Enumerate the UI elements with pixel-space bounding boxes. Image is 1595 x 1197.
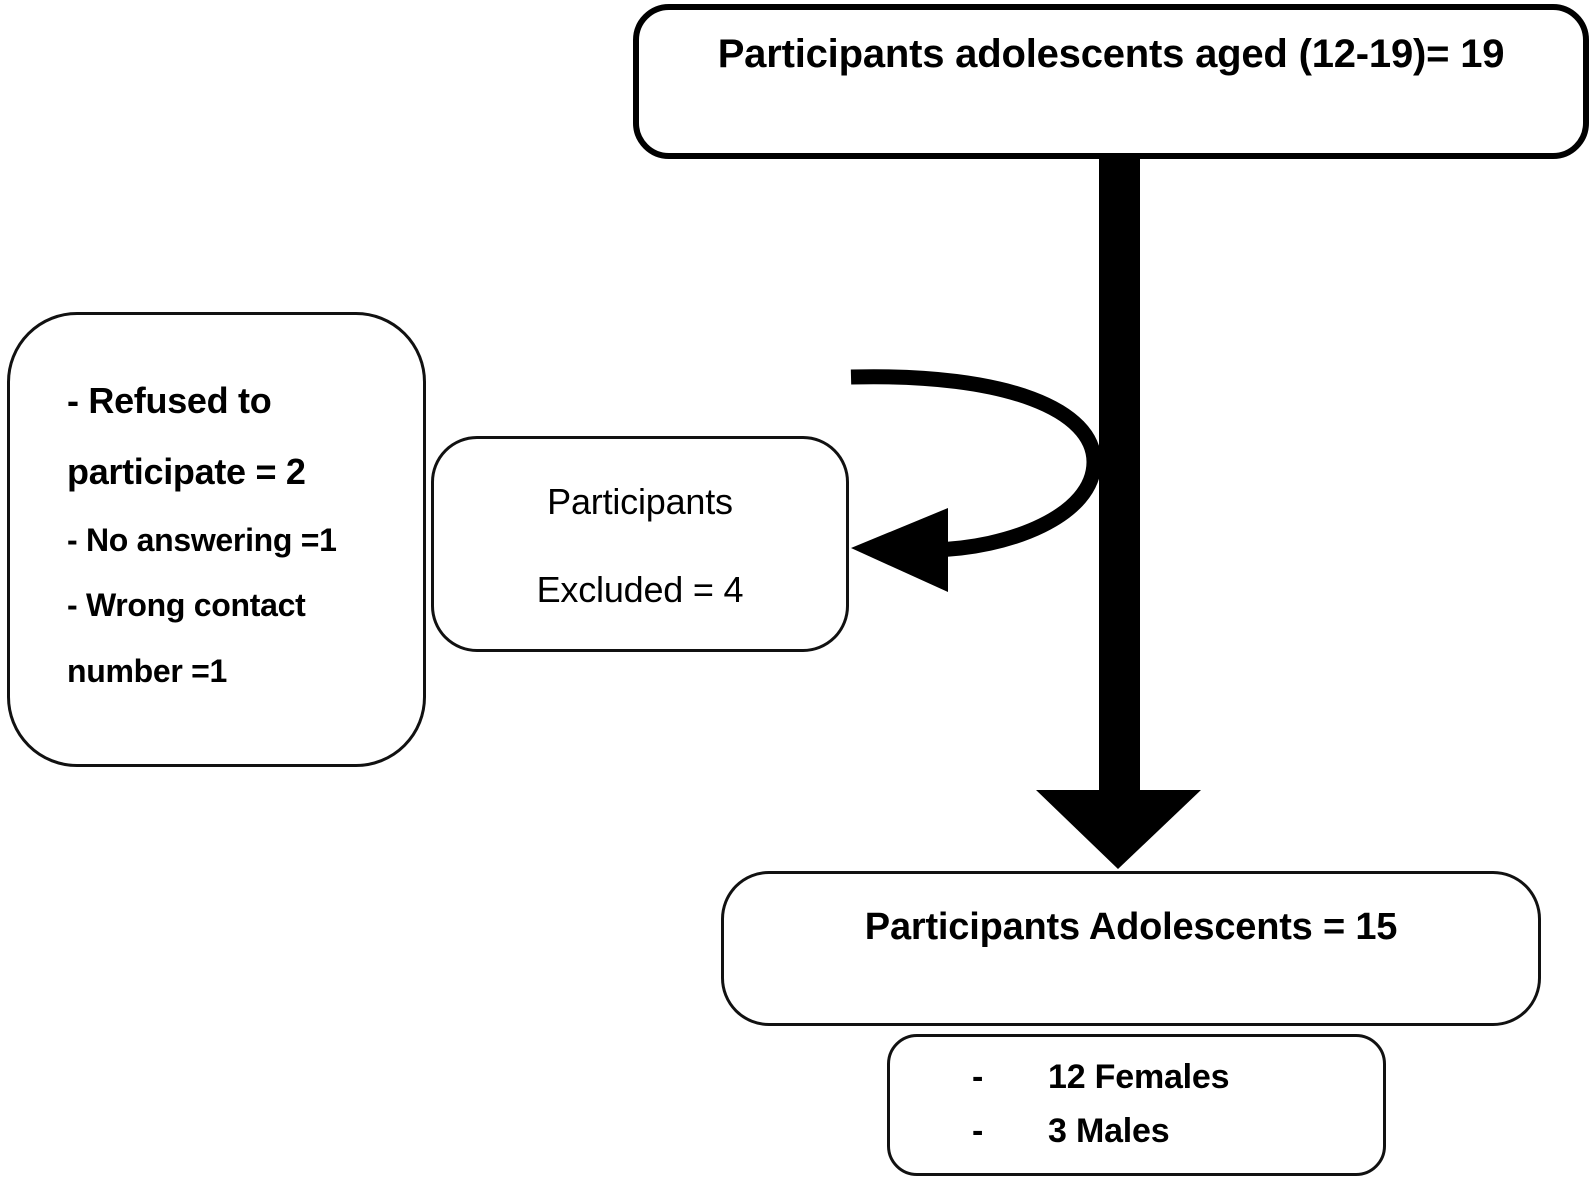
node-enrolled-label: Participants Adolescents = 15 <box>864 906 1398 948</box>
exclusion-reason-line-2: participate = 2 <box>67 451 306 493</box>
breakdown-label-males: 3 Males <box>1048 1112 1170 1150</box>
node-excluded-line-2: Excluded = 4 <box>536 569 744 610</box>
breakdown-row-females: - 12 Females <box>972 1051 1230 1105</box>
node-excluded-line-1: Participants <box>547 480 733 522</box>
excluded-curved-arrow <box>850 369 1102 592</box>
node-screened: Participants adolescents aged (12-19)= 1… <box>633 4 1589 159</box>
breakdown-dash-males: - <box>972 1112 984 1150</box>
exclusion-reason-line-5: number =1 <box>67 652 228 689</box>
exclusion-reason-line-1: - Refused to <box>67 380 272 421</box>
breakdown-row-males: - 3 Males <box>972 1105 1170 1159</box>
breakdown-label-females: 12 Females <box>1048 1058 1230 1097</box>
node-exclusion-reasons: - Refused to participate = 2 - No answer… <box>7 312 426 767</box>
exclusion-reason-line-3: - No answering =1 <box>67 521 337 558</box>
screened-to-enrolled-arrow <box>1036 159 1201 869</box>
node-participants-enrolled: Participants Adolescents = 15 <box>721 871 1541 1026</box>
breakdown-dash-females: - <box>972 1058 984 1097</box>
exclusion-reason-line-4: - Wrong contact <box>67 587 306 624</box>
node-participants-excluded: Participants Excluded = 4 <box>431 436 849 652</box>
node-gender-breakdown: - 12 Females - 3 Males <box>887 1034 1386 1176</box>
node-screened-label: Participants adolescents aged (12-19)= 1… <box>717 32 1505 76</box>
